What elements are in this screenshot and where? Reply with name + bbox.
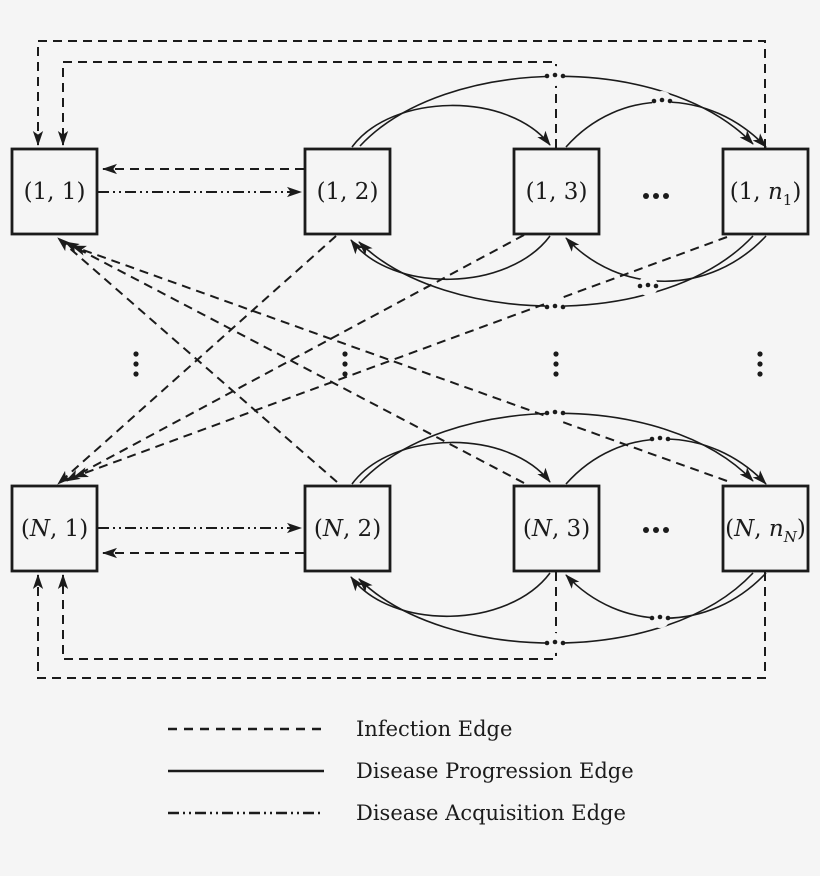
state-nodes: (1, 1) (1, 2) (1, 3) (1, n1) (N, 1) (N, …: [10, 147, 810, 573]
node-N-3: (N, 3): [512, 484, 601, 573]
state-box-N-3: [512, 484, 601, 573]
node-1-1: (1, 1): [10, 147, 99, 236]
legend: Infection Edge Disease Progression Edge …: [168, 717, 634, 825]
legend-label-infection: Infection Edge: [356, 717, 512, 741]
infection-edge-1n1-to-11-top-route: [32, 40, 766, 148]
node-N-2: (N, 2): [303, 484, 392, 573]
legend-label-acquisition: Disease Acquisition Edge: [356, 801, 626, 825]
vertical-ellipsis-col1: [133, 351, 139, 377]
state-label-1-2: (1, 2): [317, 179, 379, 205]
state-label-1-n1: (1, n1): [730, 179, 802, 209]
infection-edge-13-to-11-top-route: [57, 61, 557, 148]
arc-dots-top-long: [544, 66, 566, 86]
vertical-ellipsis-col4: [757, 351, 763, 377]
node-N-1: (N, 1): [10, 484, 99, 573]
arc-ellipsis-dots: [544, 66, 673, 653]
state-label-N-3: (N, 3): [523, 516, 590, 542]
state-box-1-2: [303, 147, 392, 236]
infection-route-group: [32, 40, 766, 679]
state-box-N-2: [303, 484, 392, 573]
state-box-1-1: [10, 147, 99, 236]
arc-dots-top-short: [651, 91, 673, 111]
state-box-1-3: [512, 147, 601, 236]
state-label-1-1: (1, 1): [24, 179, 86, 205]
progression-edge-12-to-13: [351, 104, 551, 148]
infection-edge-1n1-to-N1: [73, 236, 728, 478]
rowN-mid-ellipsis: [643, 527, 669, 533]
progression-edge-N3-to-N2: [350, 572, 551, 618]
state-label-N-1: (N, 1): [21, 516, 88, 542]
vertical-ellipsis-col2: [342, 351, 348, 377]
arc-dots-rowN-above-long: [544, 403, 566, 423]
state-label-1-3: (1, 3): [526, 179, 588, 205]
infection-edge-NnN-to-N1-bottom-route: [32, 572, 766, 679]
node-N-nN: (N, nN): [721, 484, 810, 573]
state-box-N-1: [10, 484, 99, 573]
arc-dots-row1-below-short: [637, 276, 659, 296]
row1-mid-ellipsis: [643, 193, 669, 199]
state-box-1-n1: [721, 147, 810, 236]
state-box-N-nN: [721, 484, 810, 573]
arc-dots-row1-below-long: [544, 297, 566, 317]
state-label-N-nN: (N, nN): [725, 516, 806, 546]
arc-dots-rowN-above-short: [649, 429, 671, 449]
progression-edge-1n1-to-12: [358, 235, 754, 307]
state-label-N-2: (N, 2): [314, 516, 381, 542]
arc-dots-rowN-below-long: [544, 633, 566, 653]
progression-edge-N2-to-NnN: [359, 412, 754, 484]
infection-edge-N3-to-N1-bottom-route: [57, 572, 557, 660]
legend-label-progression: Disease Progression Edge: [356, 759, 634, 783]
adjacent-horizontal-edges: [98, 163, 304, 559]
infection-edge-12-to-N1: [57, 235, 337, 485]
vertical-ellipsis-col3: [553, 351, 559, 377]
arc-dots-rowN-below-short: [649, 608, 671, 628]
progression-edge-1n1-to-13: [565, 235, 767, 283]
infection-edge-13-to-N1: [65, 234, 525, 482]
node-1-n1: (1, n1): [721, 147, 810, 236]
cross-row-infection-fans: [57, 234, 728, 485]
infection-edge-N3-to-11: [64, 241, 525, 484]
node-1-2: (1, 2): [303, 147, 392, 236]
progression-edge-N2-to-N3: [351, 441, 551, 485]
progression-edge-13-to-12: [350, 235, 551, 281]
node-1-3: (1, 3): [512, 147, 601, 236]
infection-edge-NnN-to-11: [71, 245, 728, 482]
row-ellipsis-dots: [133, 193, 763, 533]
